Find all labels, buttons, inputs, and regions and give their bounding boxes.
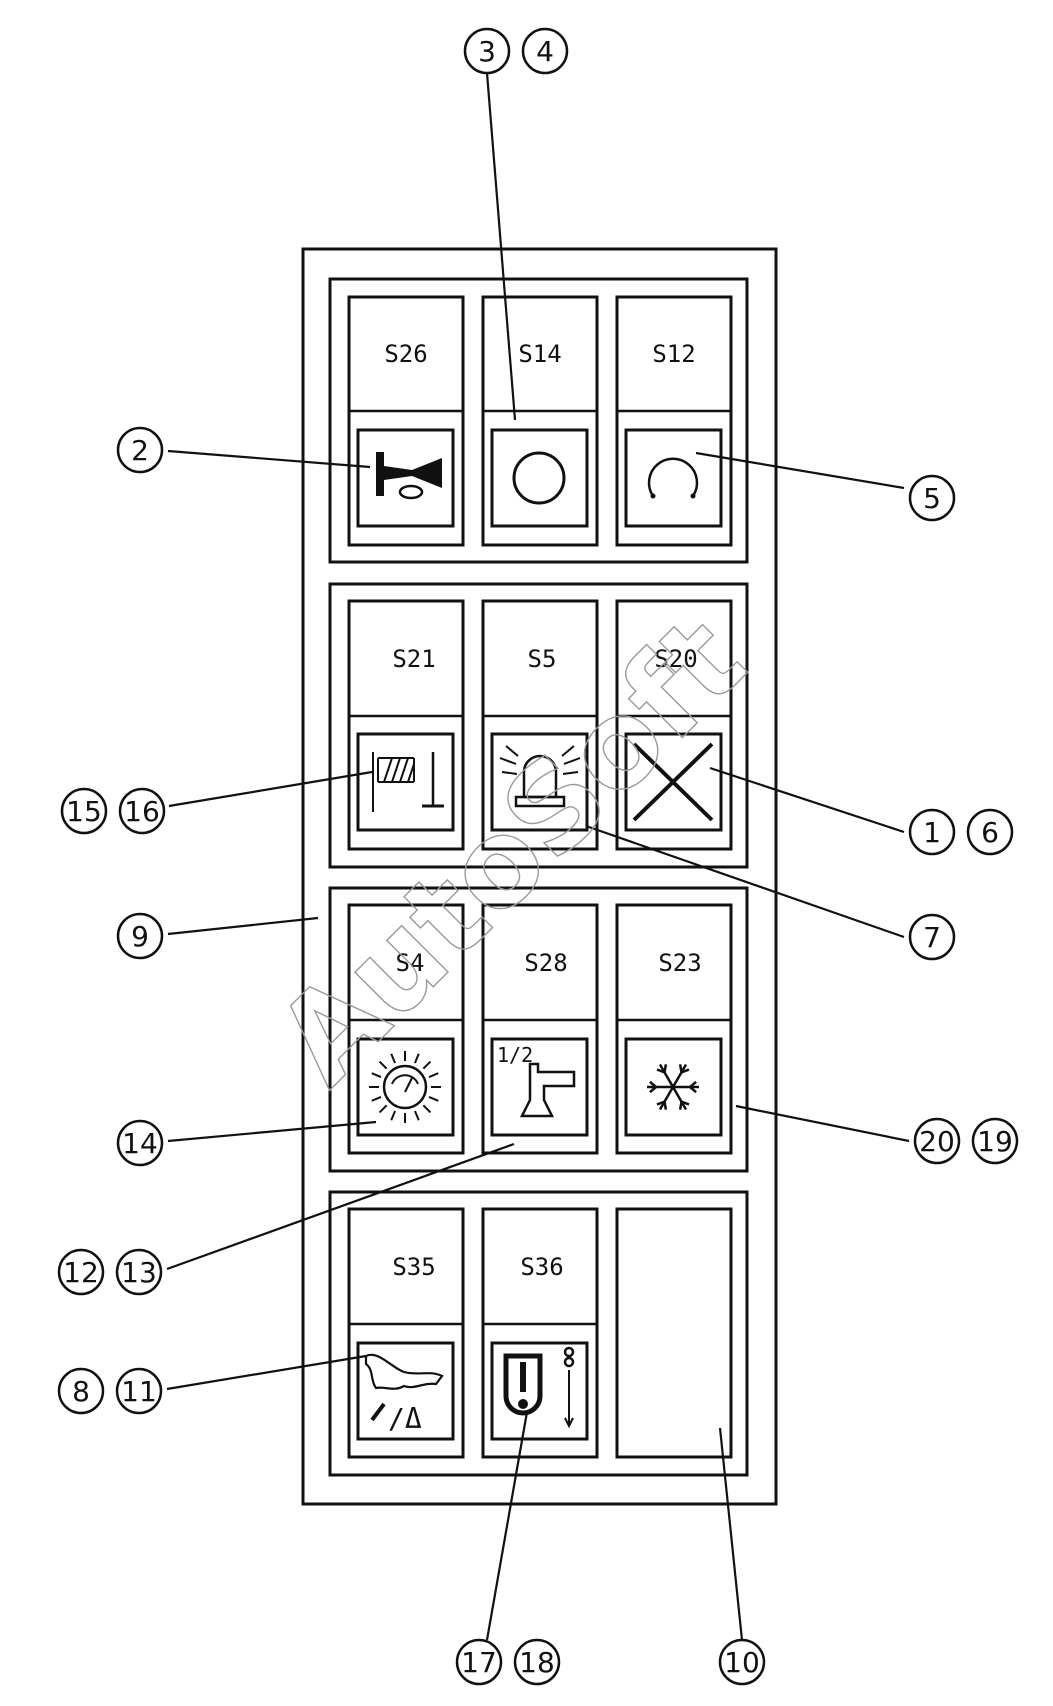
switch-label: S26 (384, 340, 427, 368)
circle-icon (490, 428, 589, 528)
callout-number: 10 (724, 1646, 760, 1679)
callout-7: 7 (908, 913, 956, 961)
cross-icon (624, 732, 723, 832)
switch-label: S5 (528, 645, 557, 673)
callout-8-11: 8 11 (57, 1367, 163, 1415)
switch-label: S21 (392, 645, 435, 673)
switch-group-3 (328, 886, 749, 1173)
switch-s23[interactable]: S23 (615, 903, 733, 1155)
switch-s12[interactable]: S12 (615, 295, 733, 547)
switch-label: S23 (658, 949, 701, 977)
callout-number: 2 (131, 434, 149, 467)
switch-group-1 (328, 277, 749, 564)
switch-s5[interactable]: S5 (481, 599, 599, 851)
callout-number: 19 (977, 1125, 1013, 1158)
callout-number: 7 (923, 921, 941, 954)
switch-group-2 (328, 582, 749, 869)
callout-number: 16 (124, 795, 160, 828)
blank-plate (615, 1207, 733, 1459)
callout-number: 5 (923, 482, 941, 515)
callout-number: 14 (122, 1127, 158, 1160)
callout-number: 12 (63, 1256, 99, 1289)
callout-10: 10 (718, 1638, 766, 1686)
switch-label: S14 (518, 340, 561, 368)
barrier-icon (356, 732, 455, 832)
snowflake-icon (624, 1037, 723, 1137)
hydraulic-icon (490, 1341, 589, 1441)
switch-s21[interactable]: S21 (347, 599, 465, 851)
half-rail-icon: 1/2 (490, 1037, 589, 1137)
switch-label: S20 (654, 645, 697, 673)
callout-9: 9 (116, 912, 164, 960)
callout-number: 13 (121, 1256, 157, 1289)
switch-s28[interactable]: S28 1/2 (481, 903, 599, 1155)
callout-number: 6 (981, 816, 999, 849)
switch-s20[interactable]: S20 (615, 599, 733, 851)
callout-5: 5 (908, 474, 956, 522)
switch-s36[interactable]: S36 (481, 1207, 599, 1459)
switch-label: S28 (524, 949, 567, 977)
callout-number: 3 (478, 35, 496, 68)
callout-1-6: 1 6 (908, 808, 1014, 856)
rabbit-speed-icon-text: /Δ (388, 1402, 422, 1435)
callout-number: 11 (121, 1375, 157, 1408)
callout-20-19: 20 19 (913, 1117, 1019, 1165)
callout-17-18: 17 18 (455, 1638, 561, 1686)
callout-14: 14 (116, 1119, 164, 1167)
horn-icon (356, 428, 455, 528)
switch-s26[interactable]: S26 (347, 295, 465, 547)
callout-number: 8 (72, 1375, 90, 1408)
outer-panel-frame (301, 247, 778, 1506)
switch-s4[interactable]: S4 (347, 903, 465, 1155)
callout-12-13: 12 13 (57, 1248, 163, 1296)
callout-number: 17 (461, 1646, 497, 1679)
leader-lines (166, 72, 910, 1641)
open-circle-icon (624, 428, 723, 528)
switch-label: S12 (652, 340, 695, 368)
callout-number: 20 (919, 1125, 955, 1158)
callout-number: 1 (923, 816, 941, 849)
switch-s35[interactable]: S35 /Δ (347, 1207, 465, 1459)
callout-15-16: 15 16 (60, 787, 166, 835)
work-light-icon (356, 1037, 455, 1137)
half-rail-icon-text: 1/2 (497, 1043, 533, 1067)
callout-number: 9 (131, 920, 149, 953)
callout-3-4: 3 4 (463, 27, 569, 75)
callout-number: 15 (66, 795, 102, 828)
switch-label: S35 (392, 1253, 435, 1281)
switch-s14[interactable]: S14 (481, 295, 599, 547)
switch-group-4 (328, 1190, 749, 1477)
rabbit-speed-icon: /Δ (356, 1341, 455, 1441)
callout-2: 2 (116, 426, 164, 474)
switch-label: S4 (396, 949, 425, 977)
beacon-light-icon (490, 732, 589, 832)
callout-number: 18 (519, 1646, 555, 1679)
switch-label: S36 (520, 1253, 563, 1281)
callout-number: 4 (536, 35, 554, 68)
